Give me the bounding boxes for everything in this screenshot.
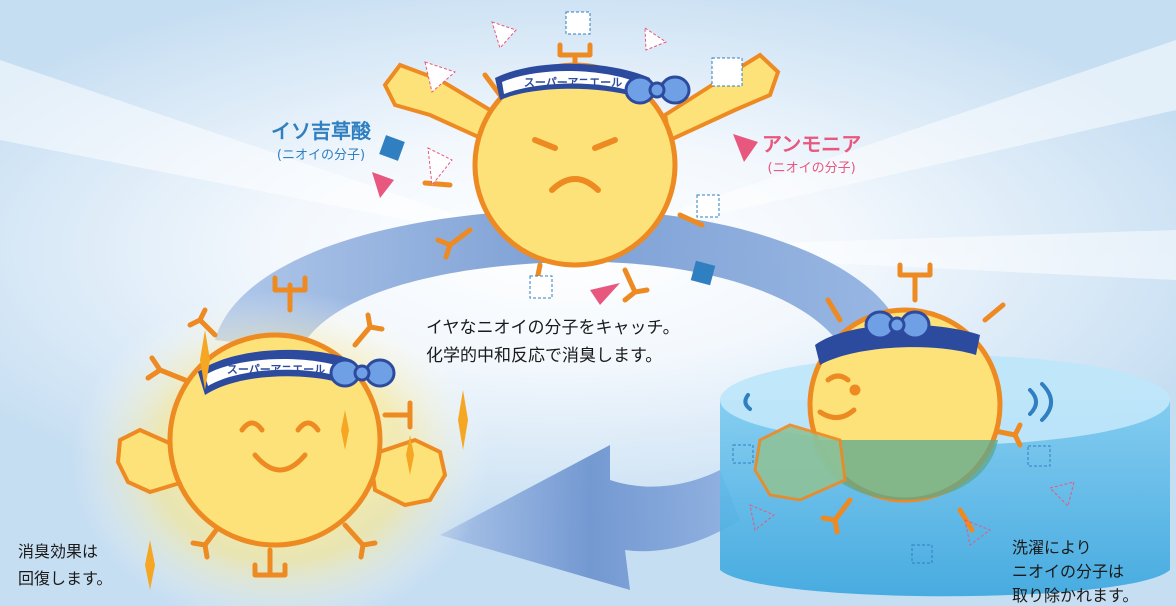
wash-caption: 洗濯により ニオイの分子は 取り除かれます。 bbox=[1012, 536, 1138, 606]
ammonia-sub: (ニオイの分子) bbox=[767, 161, 856, 176]
dissolved-molecules bbox=[732, 444, 1075, 564]
wash-caption-line1: 洗濯により bbox=[1012, 538, 1092, 557]
wash-caption-line2: ニオイの分子は bbox=[1012, 562, 1125, 581]
angry-character-face bbox=[532, 137, 618, 193]
happy-character-body bbox=[167, 332, 383, 548]
water-splash bbox=[743, 382, 1053, 422]
isovaleric-acid-sub: (ニオイの分子) bbox=[276, 148, 366, 163]
wink-character-headband bbox=[815, 310, 980, 365]
happy-character-face bbox=[239, 420, 321, 473]
wink-character-face bbox=[817, 373, 861, 420]
ammonia-label: アンモニア (ニオイの分子) bbox=[762, 128, 861, 176]
wash-caption-line3: 取り除かれます。 bbox=[1012, 586, 1139, 605]
happy-character bbox=[145, 275, 413, 578]
catch-caption: イヤなニオイの分子をキャッチ。 化学的中和反応で消臭します。 bbox=[426, 314, 680, 370]
cycle-arrow bbox=[215, 209, 900, 590]
headband-text-top: スーパーアニエール bbox=[524, 76, 622, 89]
odor-molecules bbox=[372, 11, 758, 305]
headband-text-left: スーパーアニエール bbox=[227, 363, 325, 376]
recover-caption-line2: 回復します。 bbox=[18, 569, 113, 588]
sparkle-icons bbox=[145, 330, 468, 590]
recover-caption: 消臭効果は 回復します。 bbox=[18, 538, 112, 592]
catch-caption-line1: イヤなニオイの分子をキャッチ。 bbox=[426, 318, 680, 338]
isovaleric-acid-label: イソ吉草酸 (ニオイの分子) bbox=[271, 115, 371, 163]
isovaleric-acid-name: イソ吉草酸 bbox=[271, 119, 371, 143]
wink-character-hands bbox=[753, 423, 847, 502]
catch-caption-line2: 化学的中和反応で消臭します。 bbox=[426, 346, 663, 366]
angry-character-headband bbox=[495, 63, 691, 105]
ammonia-name: アンモニア bbox=[762, 132, 862, 156]
happy-character-headband bbox=[198, 349, 396, 395]
recover-caption-line1: 消臭効果は bbox=[18, 542, 99, 561]
